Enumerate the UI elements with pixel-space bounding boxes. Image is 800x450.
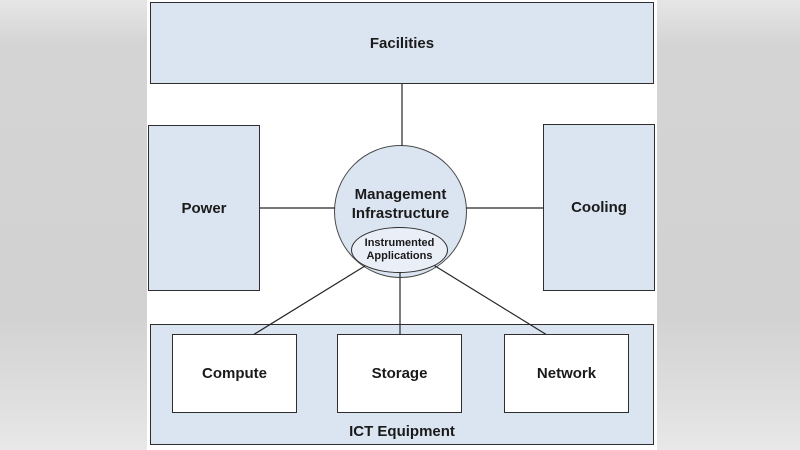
ict-equipment-label: ICT Equipment [349, 423, 455, 440]
network-node: Network [504, 334, 629, 413]
network-label: Network [536, 365, 597, 382]
storage-node: Storage [337, 334, 462, 413]
cooling-node: Cooling [543, 124, 655, 291]
cooling-label: Cooling [571, 199, 627, 216]
compute-label: Compute [202, 365, 267, 382]
management-infrastructure-label: Management Infrastructure [351, 186, 450, 222]
power-label: Power [181, 199, 227, 217]
storage-label: Storage [371, 365, 428, 382]
instrumented-applications-label: Instrumented Applications [364, 236, 435, 262]
facilities-node: Facilities [150, 2, 654, 84]
power-node: Power [148, 125, 260, 291]
instrumented-applications-ellipse: Instrumented Applications [351, 227, 448, 273]
facilities-label: Facilities [369, 34, 435, 52]
compute-node: Compute [172, 334, 297, 413]
